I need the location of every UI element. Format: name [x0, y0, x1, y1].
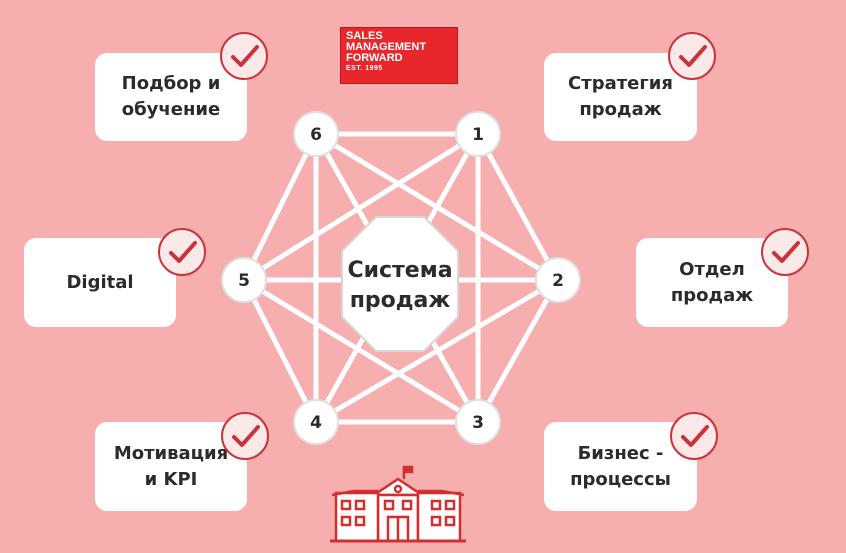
card-motivation-kpi-label: Мотивация и KPI	[113, 442, 229, 490]
checkmark-circle-icon	[668, 32, 716, 80]
node-5-circle	[221, 257, 267, 303]
checkmark-circle-icon	[761, 228, 809, 276]
checkmark-circle-icon	[670, 412, 718, 460]
logo-line-1: SALES	[346, 30, 383, 42]
center-label-line-1: Система	[347, 258, 452, 283]
card-strategy-label: Стратегия продаж	[568, 73, 673, 120]
edge-1-2	[475, 132, 561, 282]
checkmark-circle-icon	[158, 228, 206, 276]
network-nodes: 1 2 3 4 5 6	[221, 111, 581, 445]
node-3-circle	[455, 399, 501, 445]
node-1-circle	[455, 111, 501, 157]
center-label-line-2: продаж	[350, 288, 451, 313]
node-5-label: 5	[238, 271, 250, 291]
node-1-label: 1	[472, 125, 484, 145]
checkmark-circle-icon	[221, 412, 269, 460]
node-4-label: 4	[310, 413, 322, 433]
card-sales-department-label: Отдел продаж	[670, 258, 754, 306]
center-octagon	[341, 216, 459, 352]
sales-management-forward-logo: SALES MANAGEMENT FORWARD EST. 1995	[340, 27, 458, 84]
edge-3-5	[242, 277, 480, 425]
checkmark-circle-icon	[220, 32, 268, 80]
edge-1-5	[242, 131, 480, 283]
card-business-processes-label: Бизнес - процессы	[570, 442, 671, 490]
logo-line-2: MANAGEMENT	[346, 41, 427, 53]
node-6-label: 6	[310, 125, 322, 145]
school-building-icon	[330, 465, 466, 543]
edge-4-5	[241, 278, 319, 424]
node-2-label: 2	[552, 271, 564, 291]
card-digital-label: Digital	[66, 271, 134, 293]
node-2-circle	[535, 257, 581, 303]
logo-est: EST. 1995	[346, 65, 383, 72]
network-edges	[241, 131, 561, 425]
node-4-circle	[293, 399, 339, 445]
edge-2-3	[475, 278, 561, 424]
card-digital: Digital	[24, 238, 176, 327]
edge-2-6	[314, 131, 560, 283]
node-3-label: 3	[472, 413, 484, 433]
card-hiring-training: Подбор и обучение	[95, 53, 247, 141]
logo-line-3: FORWARD	[346, 52, 403, 64]
edge-5-6	[241, 132, 319, 282]
node-6-circle	[293, 111, 339, 157]
card-hiring-training-label: Подбор и обучение	[121, 73, 221, 120]
